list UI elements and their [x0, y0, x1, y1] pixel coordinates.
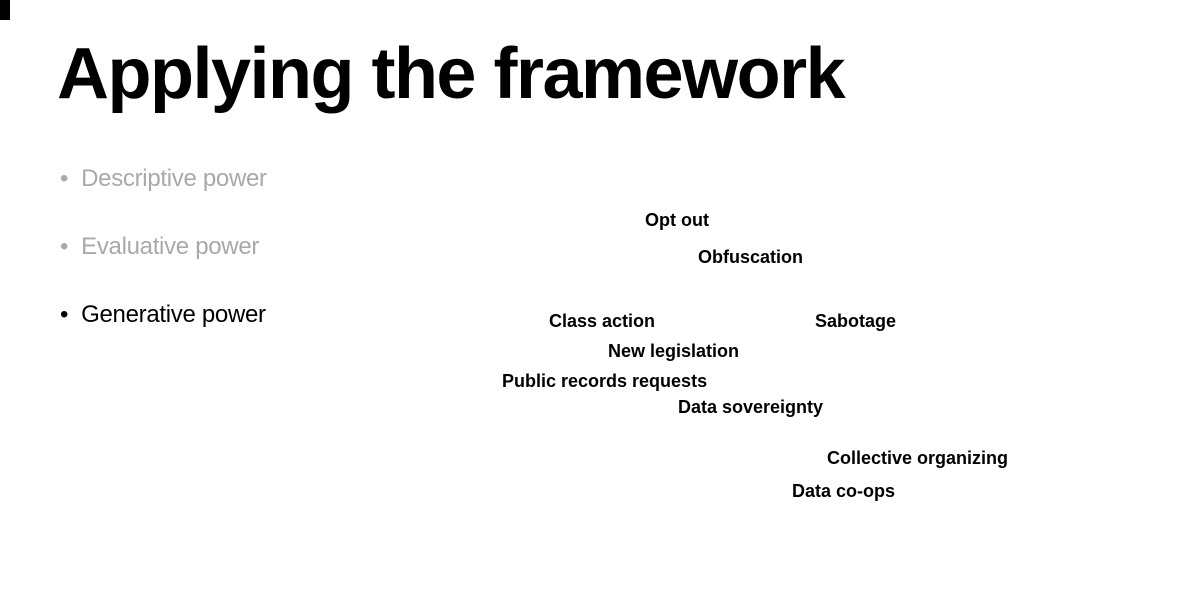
- corner-artifact: [0, 0, 10, 20]
- bullet-dot-icon: •: [60, 301, 69, 328]
- tactic-label-data-co-ops: Data co-ops: [792, 481, 896, 501]
- tactic-label-obfuscation: Obfuscation: [698, 247, 804, 267]
- tactic-label-public-records-requests: Public records requests: [502, 371, 708, 391]
- bullet-label-descriptive-power: Descriptive power: [81, 165, 267, 192]
- slide-title: Applying the framework: [57, 34, 846, 114]
- bullet-dot-icon: •: [60, 233, 69, 260]
- bullet-dot-icon: •: [60, 165, 69, 192]
- bullet-item-generative-power: • Generative power: [60, 303, 266, 327]
- bullet-item-descriptive-power: • Descriptive power: [60, 167, 267, 191]
- tactic-label-new-legislation: New legislation: [608, 341, 740, 361]
- bullet-label-evaluative-power: Evaluative power: [81, 233, 260, 260]
- tactic-label-collective-organizing: Collective organizing: [827, 448, 1009, 468]
- tactic-label-opt-out: Opt out: [645, 210, 709, 230]
- bullet-item-evaluative-power: • Evaluative power: [60, 235, 259, 259]
- bullet-label-generative-power: Generative power: [81, 301, 266, 328]
- tactic-label-data-sovereignty: Data sovereignty: [678, 397, 824, 417]
- tactic-label-class-action: Class action: [549, 311, 656, 331]
- tactic-label-sabotage: Sabotage: [815, 311, 897, 331]
